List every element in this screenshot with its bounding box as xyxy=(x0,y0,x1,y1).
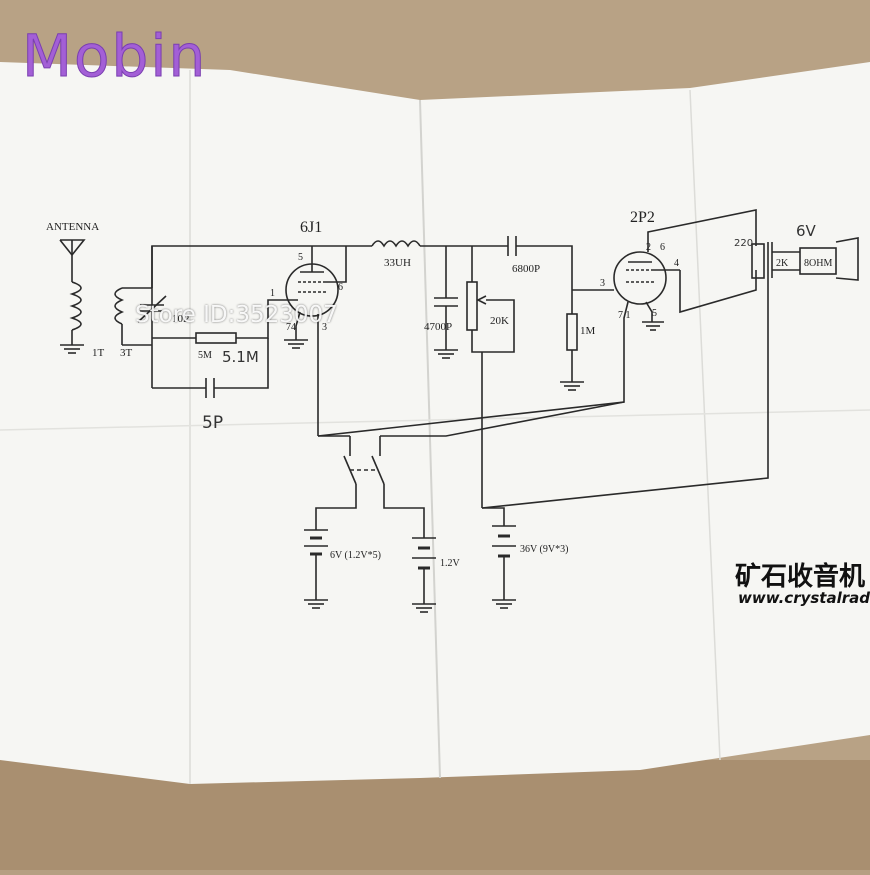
antenna-symbol xyxy=(59,239,86,257)
label-pin-5: 5 xyxy=(298,252,303,263)
label-pin-1: 1 xyxy=(270,288,275,299)
brand-url: www.crystalradio.c xyxy=(738,589,870,607)
label-bat-6v: 6V (1.2V*5) xyxy=(330,550,381,561)
label-pin-3b: 3 xyxy=(600,278,605,289)
label-bat-36v: 36V (9V*3) xyxy=(520,544,568,555)
label-cap-10p: 10P xyxy=(172,313,189,325)
label-pin-2: 2 xyxy=(646,242,651,253)
label-pin-5b: 5 xyxy=(652,308,657,319)
label-bat-1-2v: 1.2V xyxy=(440,558,461,569)
store-id-watermark: Store ID:3523007 xyxy=(135,302,338,328)
power-switch-b xyxy=(371,455,385,485)
label-ind-33uh: 33UH xyxy=(384,257,411,269)
brand-chinese-title: 矿石收音机 xyxy=(735,562,866,592)
label-pin-3: 3 xyxy=(322,322,327,333)
label-pin-71: 7 1 xyxy=(618,310,631,321)
label-imp-8ohm: 8OHM xyxy=(804,258,832,269)
label-res-220: 220 xyxy=(734,238,753,249)
inductor-33uh xyxy=(371,240,421,248)
label-pin-4: 4 xyxy=(674,258,679,269)
label-tube-6j1: 6J1 xyxy=(300,219,322,236)
mobin-watermark: Mobin xyxy=(21,22,208,91)
label-pin-74: 74 xyxy=(286,322,296,333)
tube-2p2 xyxy=(613,251,667,305)
label-6v-hand: 6V xyxy=(796,222,817,240)
label-imp-2k: 2K xyxy=(776,258,789,269)
label-pin-6b: 6 xyxy=(660,242,665,253)
secondary-coil xyxy=(114,287,125,325)
label-pot-20k: 20K xyxy=(490,315,509,327)
label-cap-4700p: 4700P xyxy=(424,321,452,333)
label-cap-6800p: 6800P xyxy=(512,263,540,275)
primary-coil xyxy=(69,281,82,331)
label-pin-6: 6 xyxy=(338,282,343,293)
label-cap-5p: 5P xyxy=(202,413,223,433)
label-res-5m: 5M xyxy=(198,350,212,361)
label-antenna: ANTENNA xyxy=(46,221,99,233)
label-res-1m: 1M xyxy=(580,325,596,337)
label-tube-2p2: 2P2 xyxy=(630,209,655,226)
speaker-8ohm xyxy=(799,247,837,275)
label-coil-1t: 1T xyxy=(92,347,105,359)
output-transformer xyxy=(751,243,765,279)
label-res-5-1m: 5.1M xyxy=(222,348,259,366)
label-coil-3t: 3T xyxy=(120,347,133,359)
